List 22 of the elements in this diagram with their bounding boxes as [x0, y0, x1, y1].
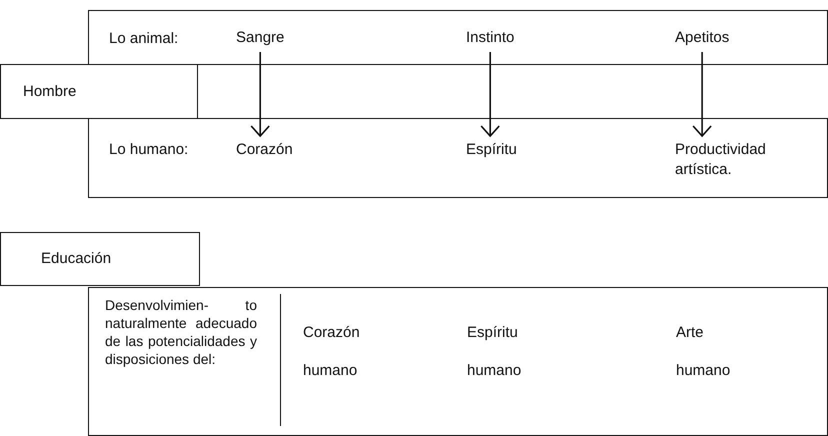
- row-label: Educación: [41, 249, 112, 269]
- term-label: Productividad artística.: [675, 140, 785, 180]
- arrow: [480, 52, 500, 137]
- table-box: [88, 287, 828, 436]
- term-label: Espíritu: [466, 140, 517, 160]
- row-label: Hombre: [23, 82, 76, 102]
- arrow: [250, 52, 270, 137]
- row-box: [88, 118, 828, 198]
- row-label: Lo animal:: [109, 29, 178, 49]
- term-label: Arte humano: [676, 323, 732, 381]
- term-label: Sangre: [236, 28, 284, 48]
- row-label: Lo humano:: [109, 140, 188, 160]
- arrow: [692, 52, 712, 137]
- row-box: [0, 64, 198, 119]
- row-box: [88, 10, 828, 65]
- row-box: [0, 232, 200, 286]
- description-text: Desenvolvimien- to naturalmente adecuado de las potencialidades y disposiciones del:: [105, 296, 257, 368]
- term-label: Instinto: [466, 28, 514, 48]
- term-label: Apetitos: [675, 28, 730, 48]
- term-label: Espíritu humano: [467, 323, 522, 381]
- term-label: Corazón: [236, 140, 293, 160]
- term-label: Corazón humano: [303, 323, 361, 381]
